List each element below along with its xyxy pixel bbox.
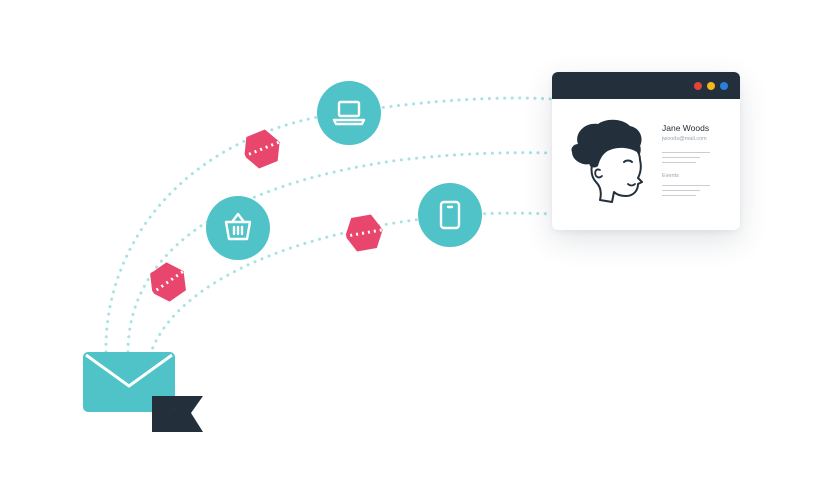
- profile-email: jwoods@mail.com: [662, 136, 707, 142]
- profile-section-title: Events: [662, 173, 679, 179]
- profile-detail-line: [662, 162, 696, 164]
- profile-window: Jane Woods jwoods@mail.com Events: [552, 72, 740, 230]
- window-dot-red: [694, 82, 702, 90]
- window-dot-blue: [720, 82, 728, 90]
- profile-detail-line: [662, 157, 700, 159]
- laptop-icon: [332, 100, 366, 126]
- blocked-tag-icon: [150, 262, 186, 302]
- profile-event-line: [662, 190, 700, 192]
- blocked-tag-icon: [344, 214, 384, 252]
- path-basket: [126, 151, 554, 354]
- basket-channel: [206, 196, 270, 260]
- window-titlebar: [552, 72, 740, 99]
- path-phone: [148, 211, 554, 357]
- avatar: [571, 119, 643, 203]
- window-dot-yellow: [707, 82, 715, 90]
- profile-event-line: [662, 195, 696, 197]
- envelope-icon: [83, 352, 175, 412]
- profile-name: Jane Woods: [662, 123, 710, 133]
- profile-event-line: [662, 185, 710, 187]
- connection-paths: [104, 96, 554, 357]
- path-laptop: [104, 96, 554, 354]
- shopping-basket-icon: [224, 212, 252, 241]
- blocked-tag-icon: [242, 129, 282, 169]
- smartphone-icon: [439, 200, 461, 230]
- profile-detail-line: [662, 152, 710, 154]
- phone-channel: [418, 183, 482, 247]
- laptop-channel: [317, 81, 381, 145]
